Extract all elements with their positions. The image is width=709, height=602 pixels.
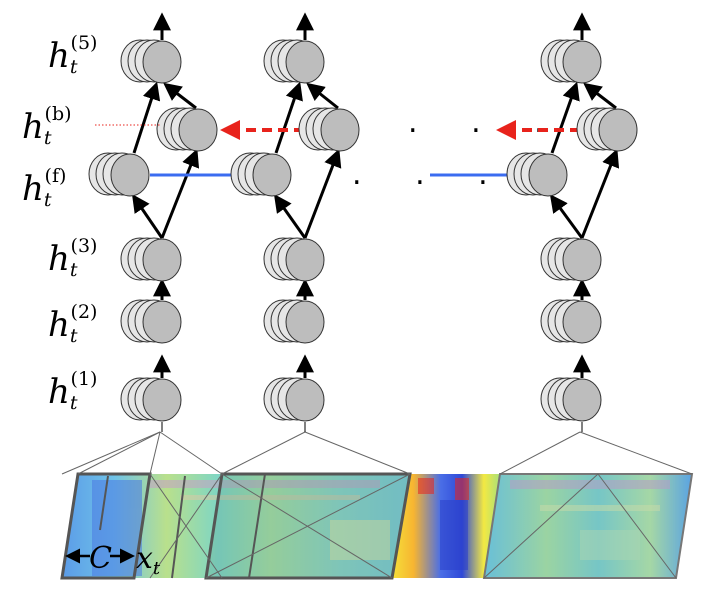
context-annotation: C xt [65,541,161,579]
node-stack-hb-col2 [298,107,360,152]
node-circle [562,238,602,282]
node-circle [320,108,360,152]
edge-f-to-top [550,81,580,154]
edge-h3-to-b [580,148,620,239]
spectrogram [60,472,694,580]
context-symbol: C [89,541,112,576]
node-stack-hf-col1 [88,152,150,197]
label-hb: ht(b) [22,103,72,149]
node-stack-h2-col3 [540,299,602,344]
label-h3: ht(3) [48,235,98,281]
node-stack-h2-col1 [120,299,182,344]
ellipsis-top: . . . [408,105,566,140]
edge-b-to-top [306,82,339,110]
window-frame-3 [482,473,694,579]
node-circle [562,378,602,422]
label-h2: ht(2) [48,301,98,347]
edge-f-to-top [132,81,161,154]
fan-lines [61,431,693,579]
node-stack-hb-col1 [156,107,218,152]
edge-h3-to-f [131,194,164,239]
edge-h3-to-f [273,194,307,239]
node-circle [285,238,325,282]
node-circle [142,238,182,282]
label-hf: ht(f) [22,165,67,211]
node-circle [178,108,218,152]
input-symbol: xt [136,541,161,579]
nodes [88,39,638,422]
node-circle [285,378,325,422]
node-circle [110,153,150,197]
node-stack-h3-col3 [540,237,602,282]
edges [131,12,620,432]
label-h5: ht(5) [48,32,98,78]
node-stack-h5-col2 [263,39,325,84]
node-stack-h2-col2 [263,299,325,344]
node-stack-h1-col3 [540,377,602,422]
node-stack-h1-col1 [120,377,182,422]
node-stack-hf-col2 [230,152,292,197]
node-stack-hf-col3 [506,152,568,197]
node-circle [562,40,602,84]
node-stack-hb-col3 [576,107,638,152]
edge-b-to-top [163,82,197,110]
node-circle [562,300,602,344]
node-circle [528,153,568,197]
edge-h3-to-f [549,194,584,239]
node-circle [142,300,182,344]
node-circle [142,378,182,422]
node-circle [142,40,182,84]
node-circle [285,300,325,344]
node-stack-h5-col3 [540,39,602,84]
edge-h3-to-b [303,148,342,239]
node-stack-h3-col2 [263,237,325,282]
node-circle [598,108,638,152]
edge-h3-to-b [160,148,200,239]
label-h1: ht(1) [48,368,98,414]
node-circle [252,153,292,197]
edge-f-to-top [274,81,303,154]
node-stack-h3-col1 [120,237,182,282]
node-stack-h5-col1 [120,39,182,84]
node-stack-h1-col2 [263,377,325,422]
node-circle [285,40,325,84]
edge-b-to-top [583,82,617,110]
window-frame-1 [60,472,152,580]
